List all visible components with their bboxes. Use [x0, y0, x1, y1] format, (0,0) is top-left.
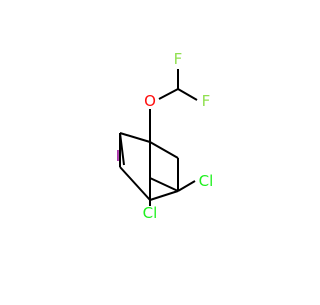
bond-o-c [158, 88, 179, 100]
ring-bond-1-inner [119, 132, 151, 143]
ring-bond-4 [149, 177, 179, 192]
bond-c-cl-right [177, 180, 196, 192]
atom-label-fluorine-top: F [174, 50, 183, 68]
molecule-diagram: I O F F Cl Cl [116, 50, 214, 222]
structure-svg: I O F F Cl Cl [116, 50, 214, 222]
bond-c-i [119, 132, 125, 166]
bond-c-f-right [177, 88, 198, 101]
ring-bond-6 [149, 190, 179, 201]
atom-label-iodine: I [116, 147, 120, 165]
atom-label-chlorine-right: Cl [199, 172, 214, 190]
atom-label-fluorine-right: F [202, 92, 211, 110]
benzene-ring [119, 132, 179, 201]
atom-label-oxygen: O [144, 92, 156, 110]
substituent-bonds [119, 69, 198, 206]
atom-label-chlorine-bottom: Cl [143, 204, 158, 222]
ring-bond-2 [149, 141, 179, 159]
ring-bond-5 [119, 166, 151, 201]
